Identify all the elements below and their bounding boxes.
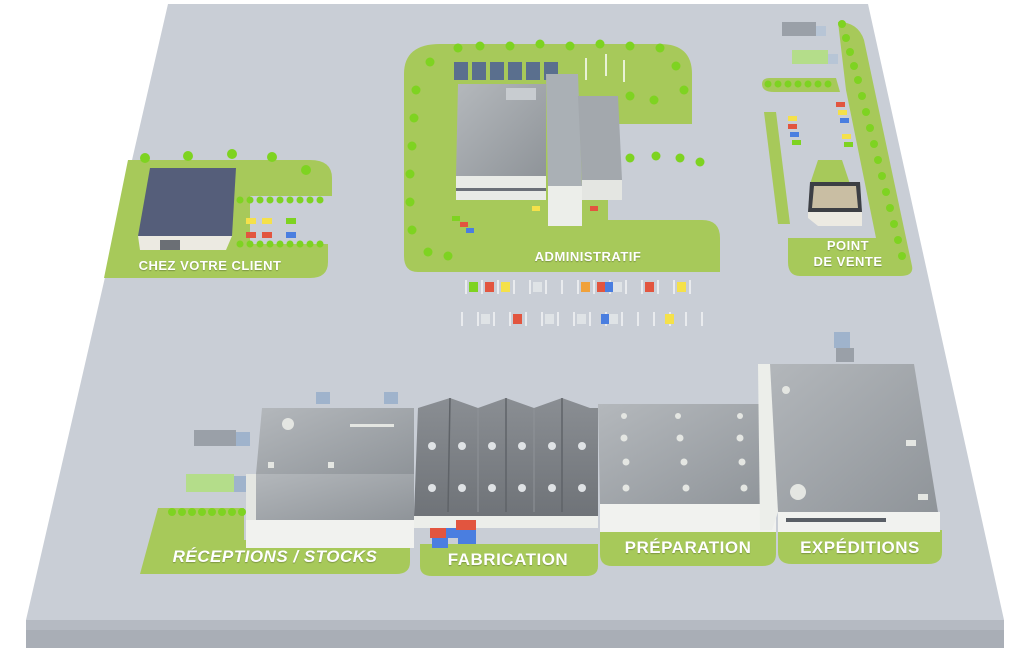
admin-zone bbox=[404, 39, 720, 272]
client-trees bbox=[140, 149, 324, 248]
zone-label-preparation[interactable]: PRÉPARATION bbox=[624, 538, 752, 557]
zone-label-point-de-vente-line1: POINT bbox=[826, 238, 870, 253]
client-parked-cars bbox=[246, 218, 296, 238]
client-building bbox=[138, 168, 236, 250]
expeditions-building bbox=[758, 332, 940, 532]
zone-label-point-de-vente[interactable]: POINT DE VENTE bbox=[800, 238, 896, 270]
zone-label-point-de-vente-line2: DE VENTE bbox=[813, 254, 883, 269]
client-zone bbox=[104, 149, 332, 278]
pos-parked-cars bbox=[788, 102, 853, 147]
wind-turbines bbox=[585, 54, 625, 82]
zone-label-client[interactable]: CHEZ VOTRE CLIENT bbox=[138, 258, 282, 273]
receptions-building bbox=[246, 408, 414, 548]
pos-trucks bbox=[782, 22, 838, 64]
point-of-sale-zone bbox=[762, 20, 913, 276]
reception-trucks bbox=[186, 392, 398, 492]
preparation-building bbox=[598, 404, 776, 532]
admin-parked-cars bbox=[452, 206, 598, 233]
reception-hedges bbox=[168, 508, 246, 516]
zone-label-fabrication[interactable]: FABRICATION bbox=[447, 550, 569, 569]
admin-trees bbox=[405, 39, 705, 261]
pos-trees bbox=[764, 20, 906, 260]
pos-shop bbox=[808, 182, 862, 226]
fabrication-building bbox=[414, 397, 598, 548]
zone-label-receptions-stocks[interactable]: RÉCEPTIONS / STOCKS bbox=[172, 547, 378, 566]
zone-label-administratif[interactable]: ADMINISTRATIF bbox=[534, 249, 642, 264]
zone-label-expeditions[interactable]: EXPÉDITIONS bbox=[800, 538, 920, 557]
admin-building bbox=[456, 74, 622, 226]
central-parking bbox=[461, 280, 703, 326]
